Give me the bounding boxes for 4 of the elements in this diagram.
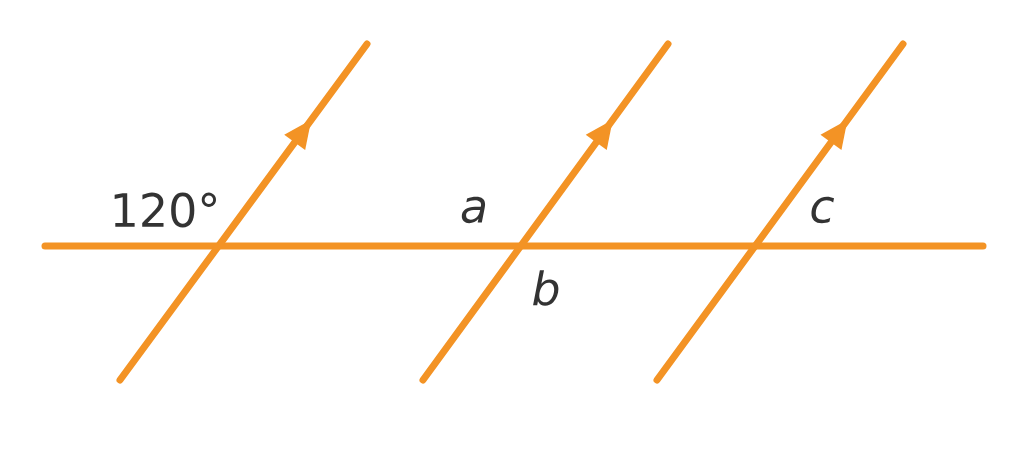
angle-label: a [461,196,486,224]
angle-label: 120° [114,192,216,228]
angle-label: b [533,270,559,306]
angle-label: c [811,196,834,224]
